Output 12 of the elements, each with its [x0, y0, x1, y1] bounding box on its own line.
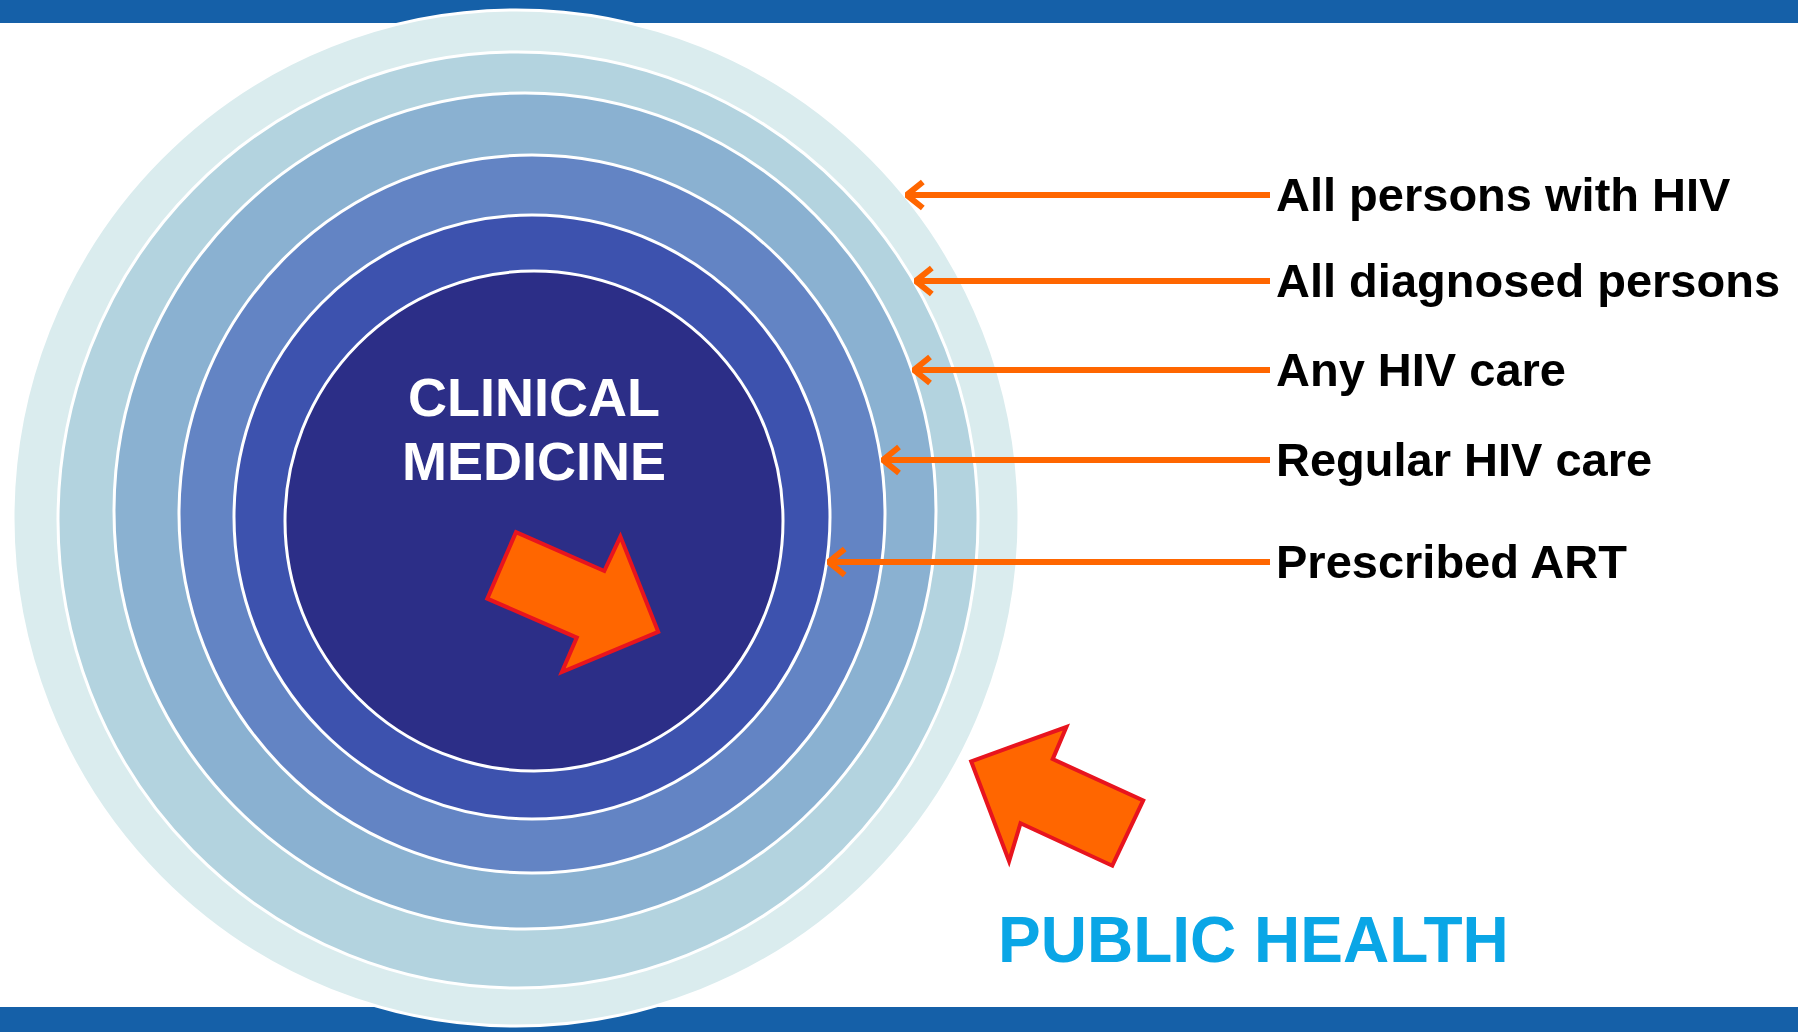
arrow	[903, 179, 1270, 211]
arrow	[880, 444, 1270, 476]
ring-label: All persons with HIV	[1276, 171, 1732, 219]
arrow	[911, 354, 1270, 386]
ring-label: Regular HIV care	[1276, 436, 1654, 484]
arrow	[912, 265, 1270, 297]
ring-label: Prescribed ART	[1276, 538, 1628, 586]
arrow	[825, 546, 1270, 578]
region-label: PUBLIC HEALTH	[998, 905, 1509, 975]
circle-label: CLINICAL MEDICINE	[401, 366, 667, 493]
ring-label: Any HIV care	[1276, 346, 1567, 394]
ring-label: All diagnosed persons	[1276, 257, 1782, 305]
